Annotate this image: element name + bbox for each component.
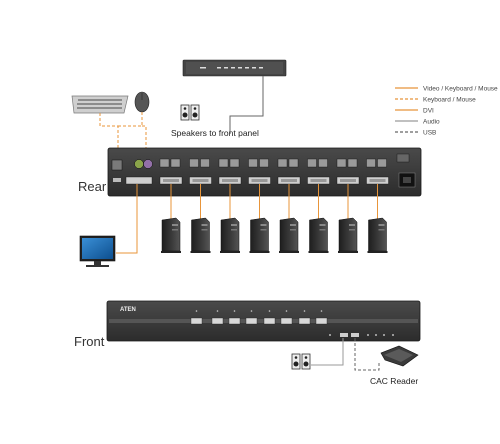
- cac-reader-icon: [380, 345, 419, 367]
- front-cac-port-icon: [351, 333, 359, 337]
- brand-logo: ATEN: [120, 307, 136, 313]
- port-led-icon: [195, 310, 198, 312]
- kvm-port-group: [277, 158, 301, 185]
- port-led-icon: [250, 310, 253, 312]
- computer-icon: [249, 217, 270, 253]
- cac-reader-label: CAC Reader: [370, 376, 418, 386]
- legend-label: Keyboard / Mouse: [423, 97, 476, 104]
- port-select-button[interactable]: [211, 317, 224, 325]
- speakers-icon-front: [291, 353, 311, 370]
- computers-group: [161, 184, 388, 253]
- remote-unit: [182, 59, 287, 77]
- km-cables: [99, 112, 147, 154]
- port-select-button[interactable]: [298, 317, 311, 325]
- port-led-icon: [303, 310, 306, 312]
- rear-label: Rear: [78, 179, 107, 194]
- kvm-port-group: [189, 158, 212, 185]
- computer-icon: [367, 217, 388, 253]
- port-led-icon: [233, 310, 236, 312]
- port-led-icon: [320, 310, 323, 312]
- port-led-icon: [216, 310, 219, 312]
- ps2-keyboard-port-icon: [134, 159, 144, 169]
- port-led-icon: [268, 310, 271, 312]
- kvm-rear-panel: [107, 147, 422, 197]
- port-select-button[interactable]: [315, 317, 328, 325]
- monitor-icon: [79, 235, 116, 267]
- dvi-console-port-icon: [125, 176, 153, 185]
- audio-cable: [311, 338, 344, 366]
- speakers-label: Speakers to front panel: [171, 128, 259, 138]
- computer-icon: [279, 217, 299, 253]
- front-usb-port-icon: [340, 333, 348, 337]
- speakers-icon-rear: [180, 104, 200, 121]
- keyboard-icon: [71, 95, 129, 114]
- front-label: Front: [74, 334, 105, 349]
- mouse-icon: [134, 91, 150, 113]
- remote-cable: [229, 76, 264, 134]
- legend-label: DVI: [423, 108, 434, 115]
- power-switch-icon: [396, 153, 410, 163]
- port-select-button[interactable]: [263, 317, 276, 325]
- kvm-front-panel: ATEN: [106, 300, 421, 342]
- port-select-button[interactable]: [280, 317, 293, 325]
- ps2-mouse-port-icon: [143, 159, 153, 169]
- computer-icon: [220, 217, 240, 253]
- computer-icon: [190, 217, 211, 253]
- legend-label: Video / Keyboard / Mouse: [423, 86, 498, 93]
- computer-icon: [308, 217, 329, 253]
- computer-icon: [161, 217, 181, 253]
- port-select-button[interactable]: [228, 317, 241, 325]
- port-led-icon: [285, 310, 288, 312]
- usb-port-icon: [111, 159, 123, 171]
- legend-label: USB: [423, 130, 436, 137]
- cac-usb-cable: [354, 338, 380, 371]
- port-select-button[interactable]: [245, 317, 258, 325]
- computer-icon: [338, 217, 358, 253]
- legend-label: Audio: [423, 119, 440, 126]
- port-select-button[interactable]: [190, 317, 203, 325]
- kvm-port-group: [366, 158, 389, 185]
- monitor-cable: [116, 184, 138, 254]
